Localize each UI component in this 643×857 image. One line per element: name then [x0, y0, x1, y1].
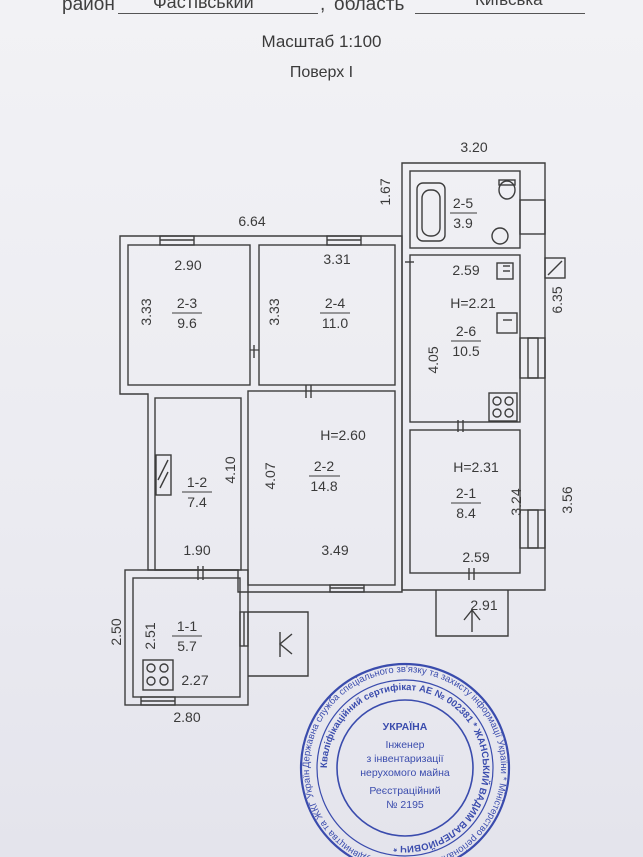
dim-total-width: 6.64 [238, 213, 265, 229]
room-2-4-depth: 3.33 [266, 298, 282, 325]
floor-title: Поверх I [289, 64, 354, 81]
side-porch [248, 611, 309, 677]
stamp-line-role: Інженер [385, 739, 424, 751]
room-2-5-id: 2-5 [453, 195, 473, 211]
room-2-2-width: 3.49 [321, 542, 348, 558]
room-2-1-id: 2-1 [456, 485, 476, 501]
room-2-4-width: 3.31 [323, 251, 350, 267]
room-2-3-depth: 3.33 [138, 298, 154, 325]
room-2-6-height: H=2.21 [450, 295, 496, 311]
district-label: район [62, 0, 115, 15]
room-1-1-depth: 2.51 [142, 622, 158, 649]
room-2-3-area: 9.6 [177, 315, 197, 331]
room-2-1-height: H=2.31 [453, 459, 499, 475]
room-2-2-id: 2-2 [314, 458, 334, 474]
room-1-2-depth: 4.10 [222, 456, 238, 483]
scale-title: Масштаб 1:100 [261, 32, 382, 51]
stamp-line-reg: Реєстраційний [369, 785, 440, 797]
official-stamp: Державна служба спеціального зв'язку та … [0, 0, 511, 857]
room-2-1-width: 2.59 [462, 549, 489, 565]
main-outer-wall [119, 235, 403, 593]
toilet-icon [498, 180, 516, 200]
room-2-6-width: 2.59 [452, 262, 479, 278]
dim-annex-offset: 1.67 [377, 178, 393, 205]
room-1-2-area: 7.4 [187, 494, 207, 510]
room-2-4-id: 2-4 [325, 295, 345, 311]
room-2-1-area: 8.4 [456, 505, 476, 521]
stamp-line-role3: нерухомого майна [360, 767, 450, 779]
region-value: Київська [475, 0, 543, 10]
room-2-1-outline [409, 429, 521, 574]
front-porch [435, 590, 509, 637]
header-comma: , [320, 0, 326, 15]
dim-vestibule-height: 2.50 [108, 618, 124, 645]
room-1-1-id: 1-1 [177, 618, 197, 634]
boiler-icon [544, 257, 566, 279]
stamp-outer-ring-text: Державна служба спеціального зв'язку та … [0, 0, 509, 857]
room-1-2-id: 1-2 [187, 474, 207, 490]
region-label: область [334, 0, 405, 15]
bathtub-icon [416, 182, 446, 242]
room-2-4-area: 11.0 [322, 315, 348, 331]
room-2-2-outline [247, 390, 396, 586]
sink-icon [491, 227, 509, 245]
svg-text:Державна служба спеціального з: Державна служба спеціального зв'язку та … [0, 0, 509, 857]
room-2-6-depth: 4.05 [425, 346, 441, 373]
region-underline [415, 13, 585, 14]
room-1-1-area: 5.7 [177, 638, 197, 654]
room-2-2-area: 14.8 [310, 478, 337, 494]
stamp-line-role2: з інвентаризації [366, 753, 443, 765]
room-2-5-area: 3.9 [453, 215, 473, 231]
dim-vestibule-width: 2.80 [173, 709, 200, 725]
room-2-2-depth: 4.07 [262, 462, 278, 489]
room-2-2-height: H=2.60 [320, 427, 366, 443]
room-2-3-width: 2.90 [174, 257, 201, 273]
room-1-1-width: 2.27 [181, 672, 208, 688]
window [519, 199, 546, 235]
dim-right-lower: 3.56 [559, 486, 575, 513]
dim-annex-width: 3.20 [460, 139, 487, 155]
room-2-6-area: 10.5 [452, 343, 479, 359]
room-2-6-id: 2-6 [456, 323, 476, 339]
stove-icon [142, 659, 174, 691]
district-value: Фастівський [153, 0, 254, 12]
room-2-1-depth: 3.24 [508, 488, 524, 515]
stamp-line-country: УКРАЇНА [383, 720, 428, 733]
district-underline [118, 13, 318, 14]
annex-outer-wall [401, 162, 546, 591]
stove-icon [155, 454, 172, 496]
washbasin-icon [496, 312, 518, 334]
stove-icon [488, 392, 518, 422]
dim-porch-width: 2.91 [470, 597, 497, 613]
room-1-2-width: 1.90 [183, 542, 210, 558]
room-2-3-id: 2-3 [177, 295, 197, 311]
stamp-line-number: № 2195 [386, 799, 424, 811]
dim-right-upper: 6.35 [549, 286, 565, 313]
